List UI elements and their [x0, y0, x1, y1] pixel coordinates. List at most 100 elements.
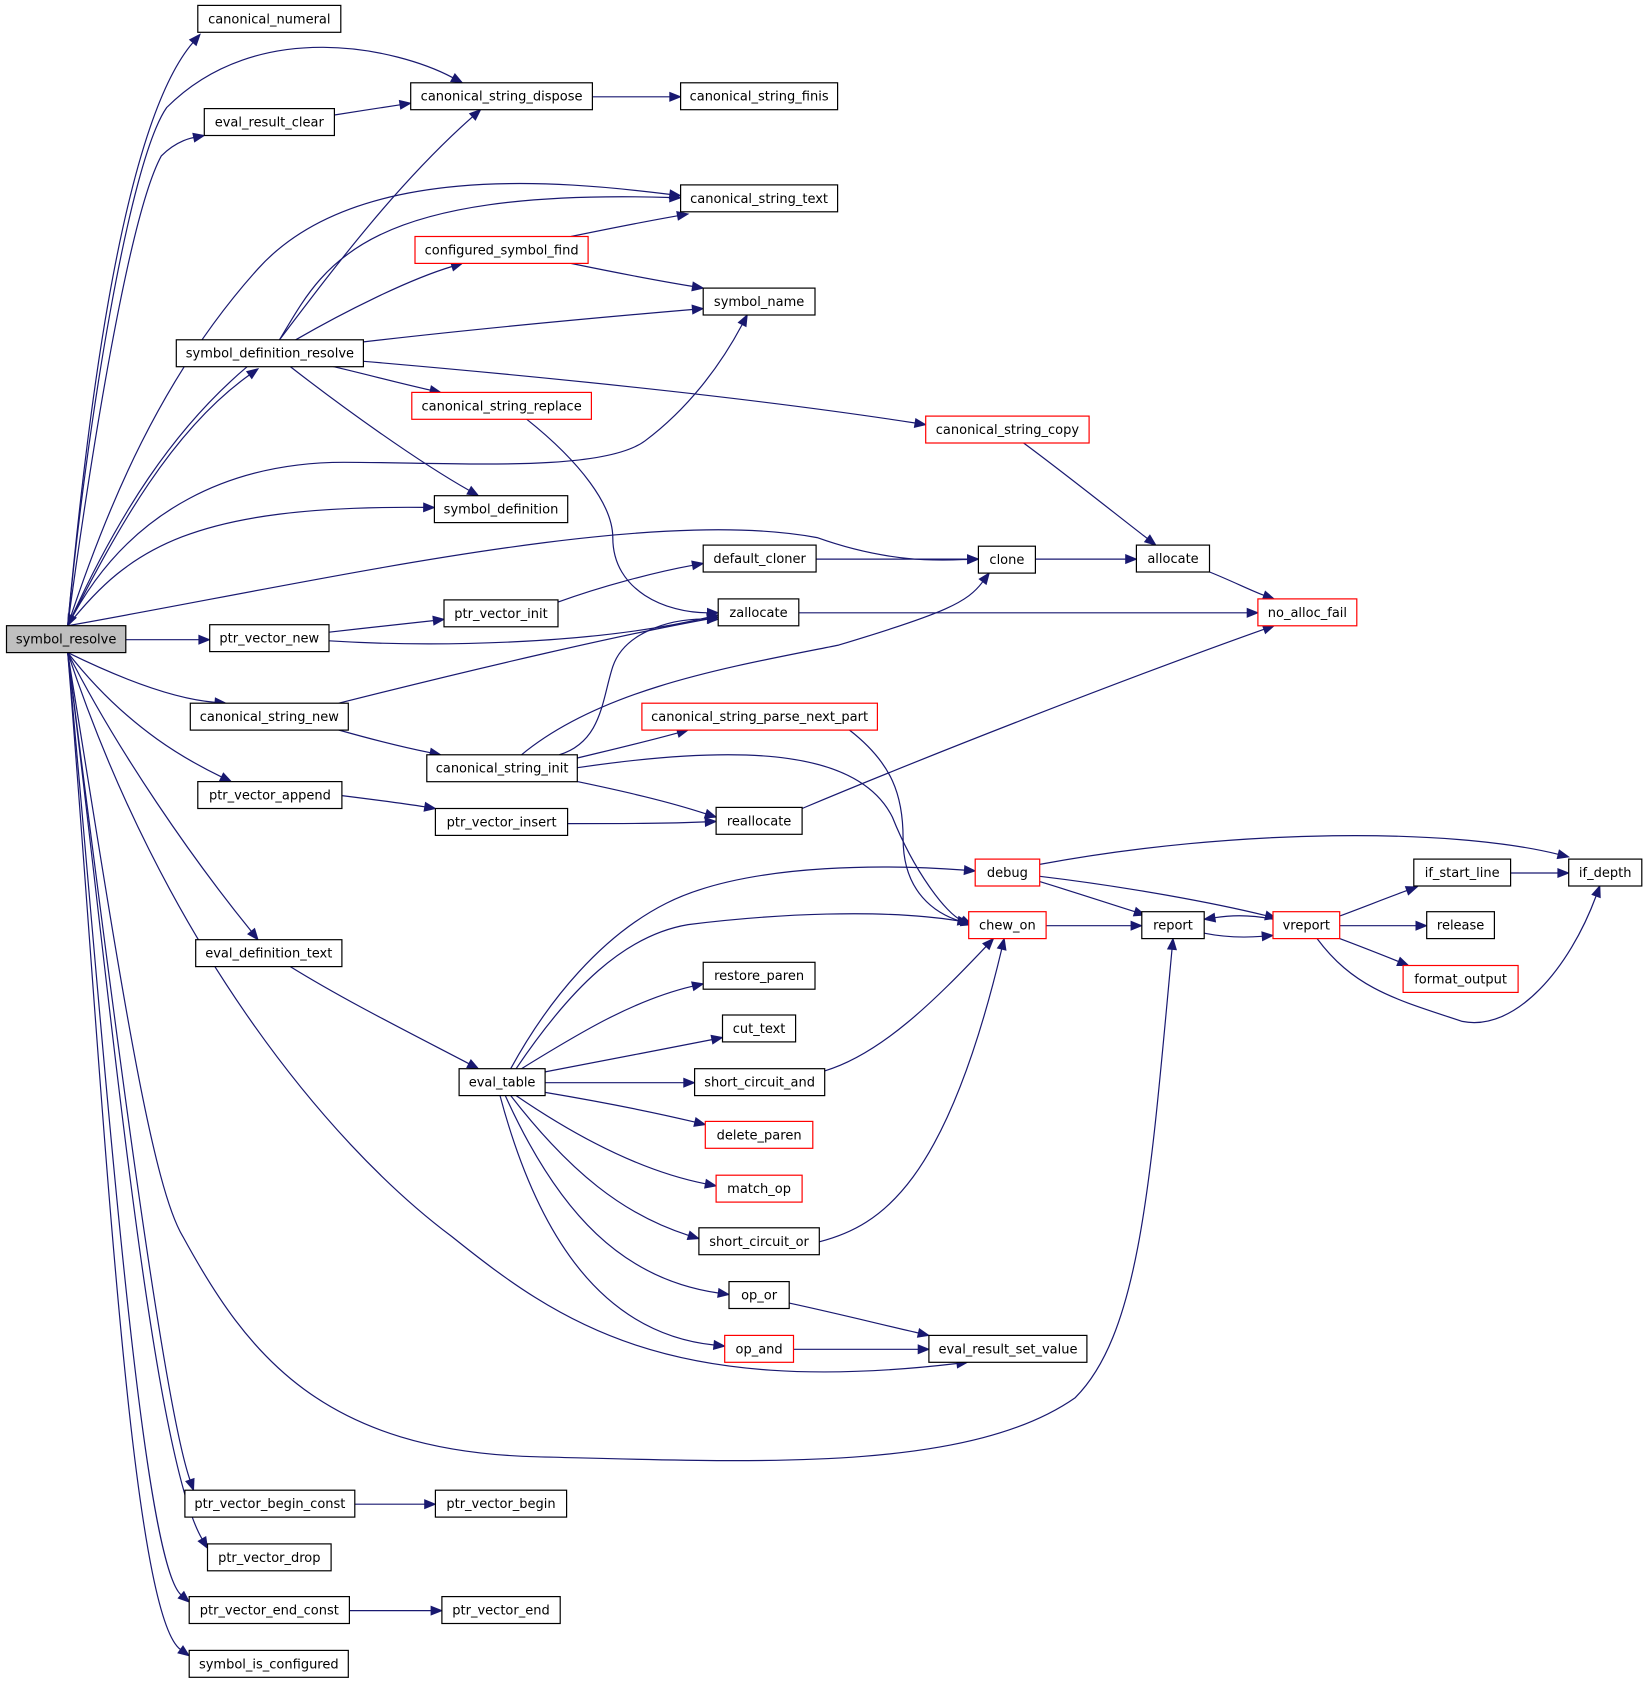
node-debug[interactable]: debug [974, 858, 1041, 887]
node-canonical-string-finis[interactable]: canonical_string_finis [679, 82, 839, 111]
node-box [679, 184, 839, 213]
node-ptr-vector-end-const[interactable]: ptr_vector_end_const [188, 1595, 350, 1625]
node-symbol-definition[interactable]: symbol_definition [433, 495, 569, 524]
node-vreport[interactable]: vreport [1272, 911, 1341, 940]
node-eval-definition-text[interactable]: eval_definition_text [195, 939, 343, 968]
node-zallocate[interactable]: zallocate [717, 598, 800, 627]
node-box [704, 1120, 814, 1149]
arrowhead-icon [1396, 956, 1410, 966]
node-cut-text[interactable]: cut_text [721, 1014, 797, 1043]
arrowhead-icon [450, 73, 464, 84]
edge-line [67, 652, 1173, 1462]
node-box [925, 415, 1090, 444]
node-op-or[interactable]: op_or [728, 1280, 790, 1310]
node-clone[interactable]: clone [977, 545, 1037, 574]
node-canonical-string-init[interactable]: canonical_string_init [426, 754, 578, 783]
node-short-circuit-and[interactable]: short_circuit_and [693, 1068, 826, 1097]
node-label: canonical_string_init [436, 762, 569, 777]
node-box [702, 961, 816, 990]
node-chew-on[interactable]: chew_on [968, 911, 1047, 940]
edge-line [801, 628, 1265, 810]
edge-canonical_string_new-to-zallocate [338, 614, 720, 704]
node-canonical-string-dispose[interactable]: canonical_string_dispose [410, 82, 594, 111]
node-report[interactable]: report [1141, 911, 1205, 940]
arrowhead-icon [706, 614, 720, 625]
node-label: report [1153, 919, 1193, 934]
edge-eval_result_clear-to-canonical_string_dispose [334, 99, 413, 116]
edge-line [333, 366, 431, 391]
node-short-circuit-or[interactable]: short_circuit_or [698, 1227, 820, 1256]
edge-short_circuit_and-to-chew_on [824, 937, 995, 1072]
node-no-alloc-fail[interactable]: no_alloc_fail [1257, 598, 1358, 627]
edge-ptr_vector_end_const-to-ptr_vector_end [349, 1605, 444, 1616]
node-configured-symbol-find[interactable]: configured_symbol_find [414, 235, 589, 264]
edge-symbol_resolve-to-ptr_vector_new [125, 634, 212, 645]
edge-eval_table-to-debug [510, 865, 977, 1069]
node-ptr-vector-begin[interactable]: ptr_vector_begin [434, 1489, 568, 1518]
arrowhead-icon [1557, 867, 1571, 879]
edge-vreport-to-format_output [1339, 938, 1410, 966]
node-restore-paren[interactable]: restore_paren [702, 961, 816, 990]
node-release[interactable]: release [1426, 911, 1495, 940]
arrowhead-icon [996, 937, 1007, 951]
node-ptr-vector-drop[interactable]: ptr_vector_drop [206, 1543, 332, 1572]
node-symbol-definition-resolve[interactable]: symbol_definition_resolve [175, 339, 365, 368]
edge-canonical_string_new-to-canonical_string_init [338, 729, 443, 758]
node-canonical-string-new[interactable]: canonical_string_new [189, 702, 349, 731]
edge-line [570, 215, 678, 238]
edge-line [338, 618, 708, 704]
node-ptr-vector-new[interactable]: ptr_vector_new [209, 624, 330, 653]
node-ptr-vector-insert[interactable]: ptr_vector_insert [434, 807, 569, 836]
node-label: canonical_string_new [200, 710, 339, 725]
node-eval-result-set-value[interactable]: eval_result_set_value [928, 1334, 1088, 1363]
edge-line [558, 618, 708, 756]
node-label: op_or [741, 1289, 778, 1304]
edge-line [577, 732, 678, 759]
node-box [641, 702, 879, 731]
edge-line [567, 821, 706, 825]
node-ptr-vector-append[interactable]: ptr_vector_append [197, 780, 343, 810]
edge-line [1039, 881, 1135, 913]
node-op-and[interactable]: op_and [724, 1334, 795, 1363]
node-eval-table[interactable]: eval_table [458, 1068, 546, 1097]
node-allocate[interactable]: allocate [1135, 544, 1211, 573]
node-canonical-string-replace[interactable]: canonical_string_replace [411, 391, 592, 420]
arrowhead-icon [218, 772, 233, 783]
node-ptr-vector-end[interactable]: ptr_vector_end [441, 1595, 561, 1625]
node-canonical-string-text[interactable]: canonical_string_text [679, 184, 839, 213]
arrowhead-icon [466, 1059, 480, 1070]
node-label: reallocate [727, 814, 791, 829]
node-canonical-numeral[interactable]: canonical_numeral [197, 4, 342, 33]
arrowhead-icon [466, 485, 480, 497]
edge-ptr_vector_begin_const-to-ptr_vector_begin [354, 1499, 437, 1510]
node-delete-paren[interactable]: delete_paren [704, 1120, 814, 1149]
node-if-depth[interactable]: if_depth [1568, 858, 1643, 887]
node-canonical-string-copy[interactable]: canonical_string_copy [925, 415, 1090, 444]
edge-canonical_string_init-to-zallocate [558, 614, 720, 756]
node-label: release [1437, 919, 1484, 934]
edge-line [1339, 938, 1399, 963]
node-ptr-vector-begin-const[interactable]: ptr_vector_begin_const [184, 1489, 356, 1518]
node-reallocate[interactable]: reallocate [715, 806, 803, 835]
arrowhead-icon [704, 1178, 718, 1189]
node-format-output[interactable]: format_output [1402, 964, 1519, 993]
node-canonical-string-parse-next-part[interactable]: canonical_string_parse_next_part [641, 702, 879, 731]
edge-vreport-to-release [1339, 920, 1429, 931]
arrowhead-icon [686, 1230, 701, 1241]
arrowhead-icon [669, 91, 682, 102]
node-match-op[interactable]: match_op [715, 1174, 803, 1203]
edge-symbol_definition_resolve-to-canonical_string_dispose [279, 108, 482, 341]
node-symbol-name[interactable]: symbol_name [702, 287, 816, 316]
node-symbol-is-configured[interactable]: symbol_is_configured [188, 1649, 349, 1678]
arrowhead-icon [188, 33, 201, 47]
node-if-start-line[interactable]: if_start_line [1413, 858, 1512, 887]
edge-symbol_definition_resolve-to-canonical_string_replace [333, 366, 443, 395]
edge-eval_table-to-op_or [504, 1095, 731, 1298]
edge-short_circuit_or-to-chew_on [819, 937, 1007, 1243]
node-eval-result-clear[interactable]: eval_result_clear [203, 107, 336, 137]
edge-allocate-to-no_alloc_fail [1209, 571, 1276, 600]
node-symbol-resolve[interactable]: symbol_resolve [5, 625, 127, 654]
node-default-cloner[interactable]: default_cloner [702, 544, 817, 573]
node-label: allocate [1147, 552, 1198, 567]
node-ptr-vector-init[interactable]: ptr_vector_init [443, 599, 559, 628]
